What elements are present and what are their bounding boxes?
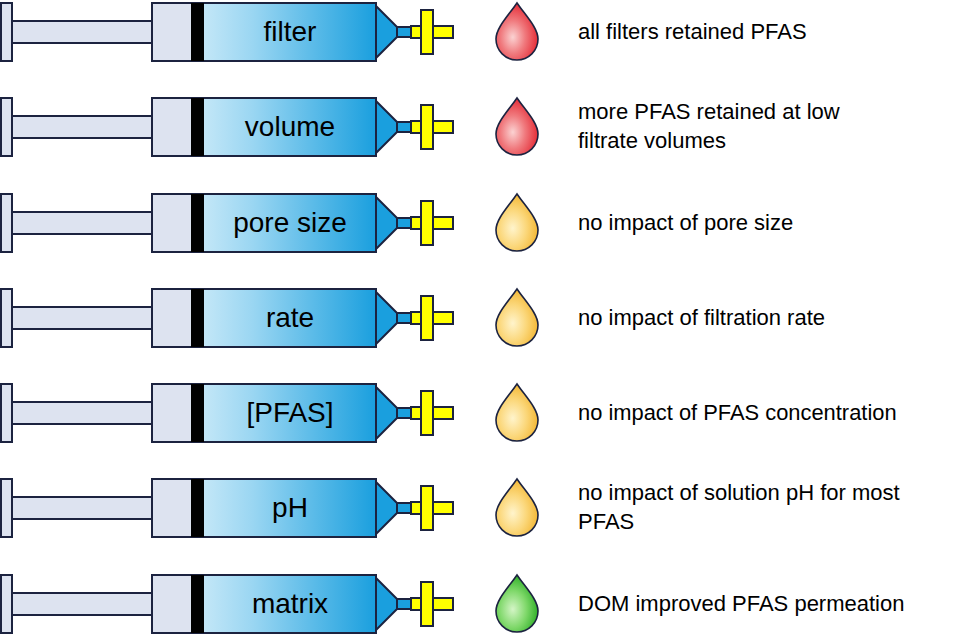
syringe-barrel: matrix bbox=[206, 575, 374, 633]
syringe-barrel: filter bbox=[206, 3, 374, 61]
syringe-barrel: [PFAS] bbox=[206, 384, 374, 442]
syringe bbox=[1, 98, 453, 156]
syringe bbox=[1, 3, 453, 61]
parameter-label: rate bbox=[266, 302, 314, 334]
syringe-barrel: volume bbox=[206, 98, 374, 156]
finding-note: no impact of solution pH for most PFAS bbox=[578, 479, 908, 536]
parameter-label: matrix bbox=[252, 588, 328, 620]
yellow-drop bbox=[496, 384, 538, 441]
green-drop bbox=[496, 575, 538, 632]
red-drop bbox=[496, 3, 538, 60]
finding-note: all filters retained PFAS bbox=[578, 18, 963, 47]
syringe bbox=[1, 479, 453, 537]
syringe bbox=[1, 194, 453, 252]
syringe bbox=[1, 384, 453, 442]
finding-note: no impact of filtration rate bbox=[578, 304, 963, 333]
finding-note: more PFAS retained at low filtrate volum… bbox=[578, 98, 903, 155]
parameter-label: pore size bbox=[233, 207, 347, 239]
yellow-drop bbox=[496, 289, 538, 346]
parameter-label: filter bbox=[264, 16, 317, 48]
syringe bbox=[1, 575, 453, 633]
syringe-barrel: pH bbox=[206, 479, 374, 537]
finding-note: no impact of PFAS concentration bbox=[578, 399, 966, 427]
red-drop bbox=[496, 98, 538, 155]
parameter-label: [PFAS] bbox=[246, 397, 333, 429]
parameter-label: pH bbox=[272, 492, 308, 524]
yellow-drop bbox=[496, 194, 538, 251]
syringe bbox=[1, 289, 453, 347]
syringe-barrel: rate bbox=[206, 289, 374, 347]
parameter-label: volume bbox=[245, 111, 335, 143]
yellow-drop bbox=[496, 479, 538, 536]
finding-note: no impact of pore size bbox=[578, 209, 963, 238]
finding-note: DOM improved PFAS permeation bbox=[578, 590, 963, 619]
syringe-barrel: pore size bbox=[206, 194, 374, 252]
